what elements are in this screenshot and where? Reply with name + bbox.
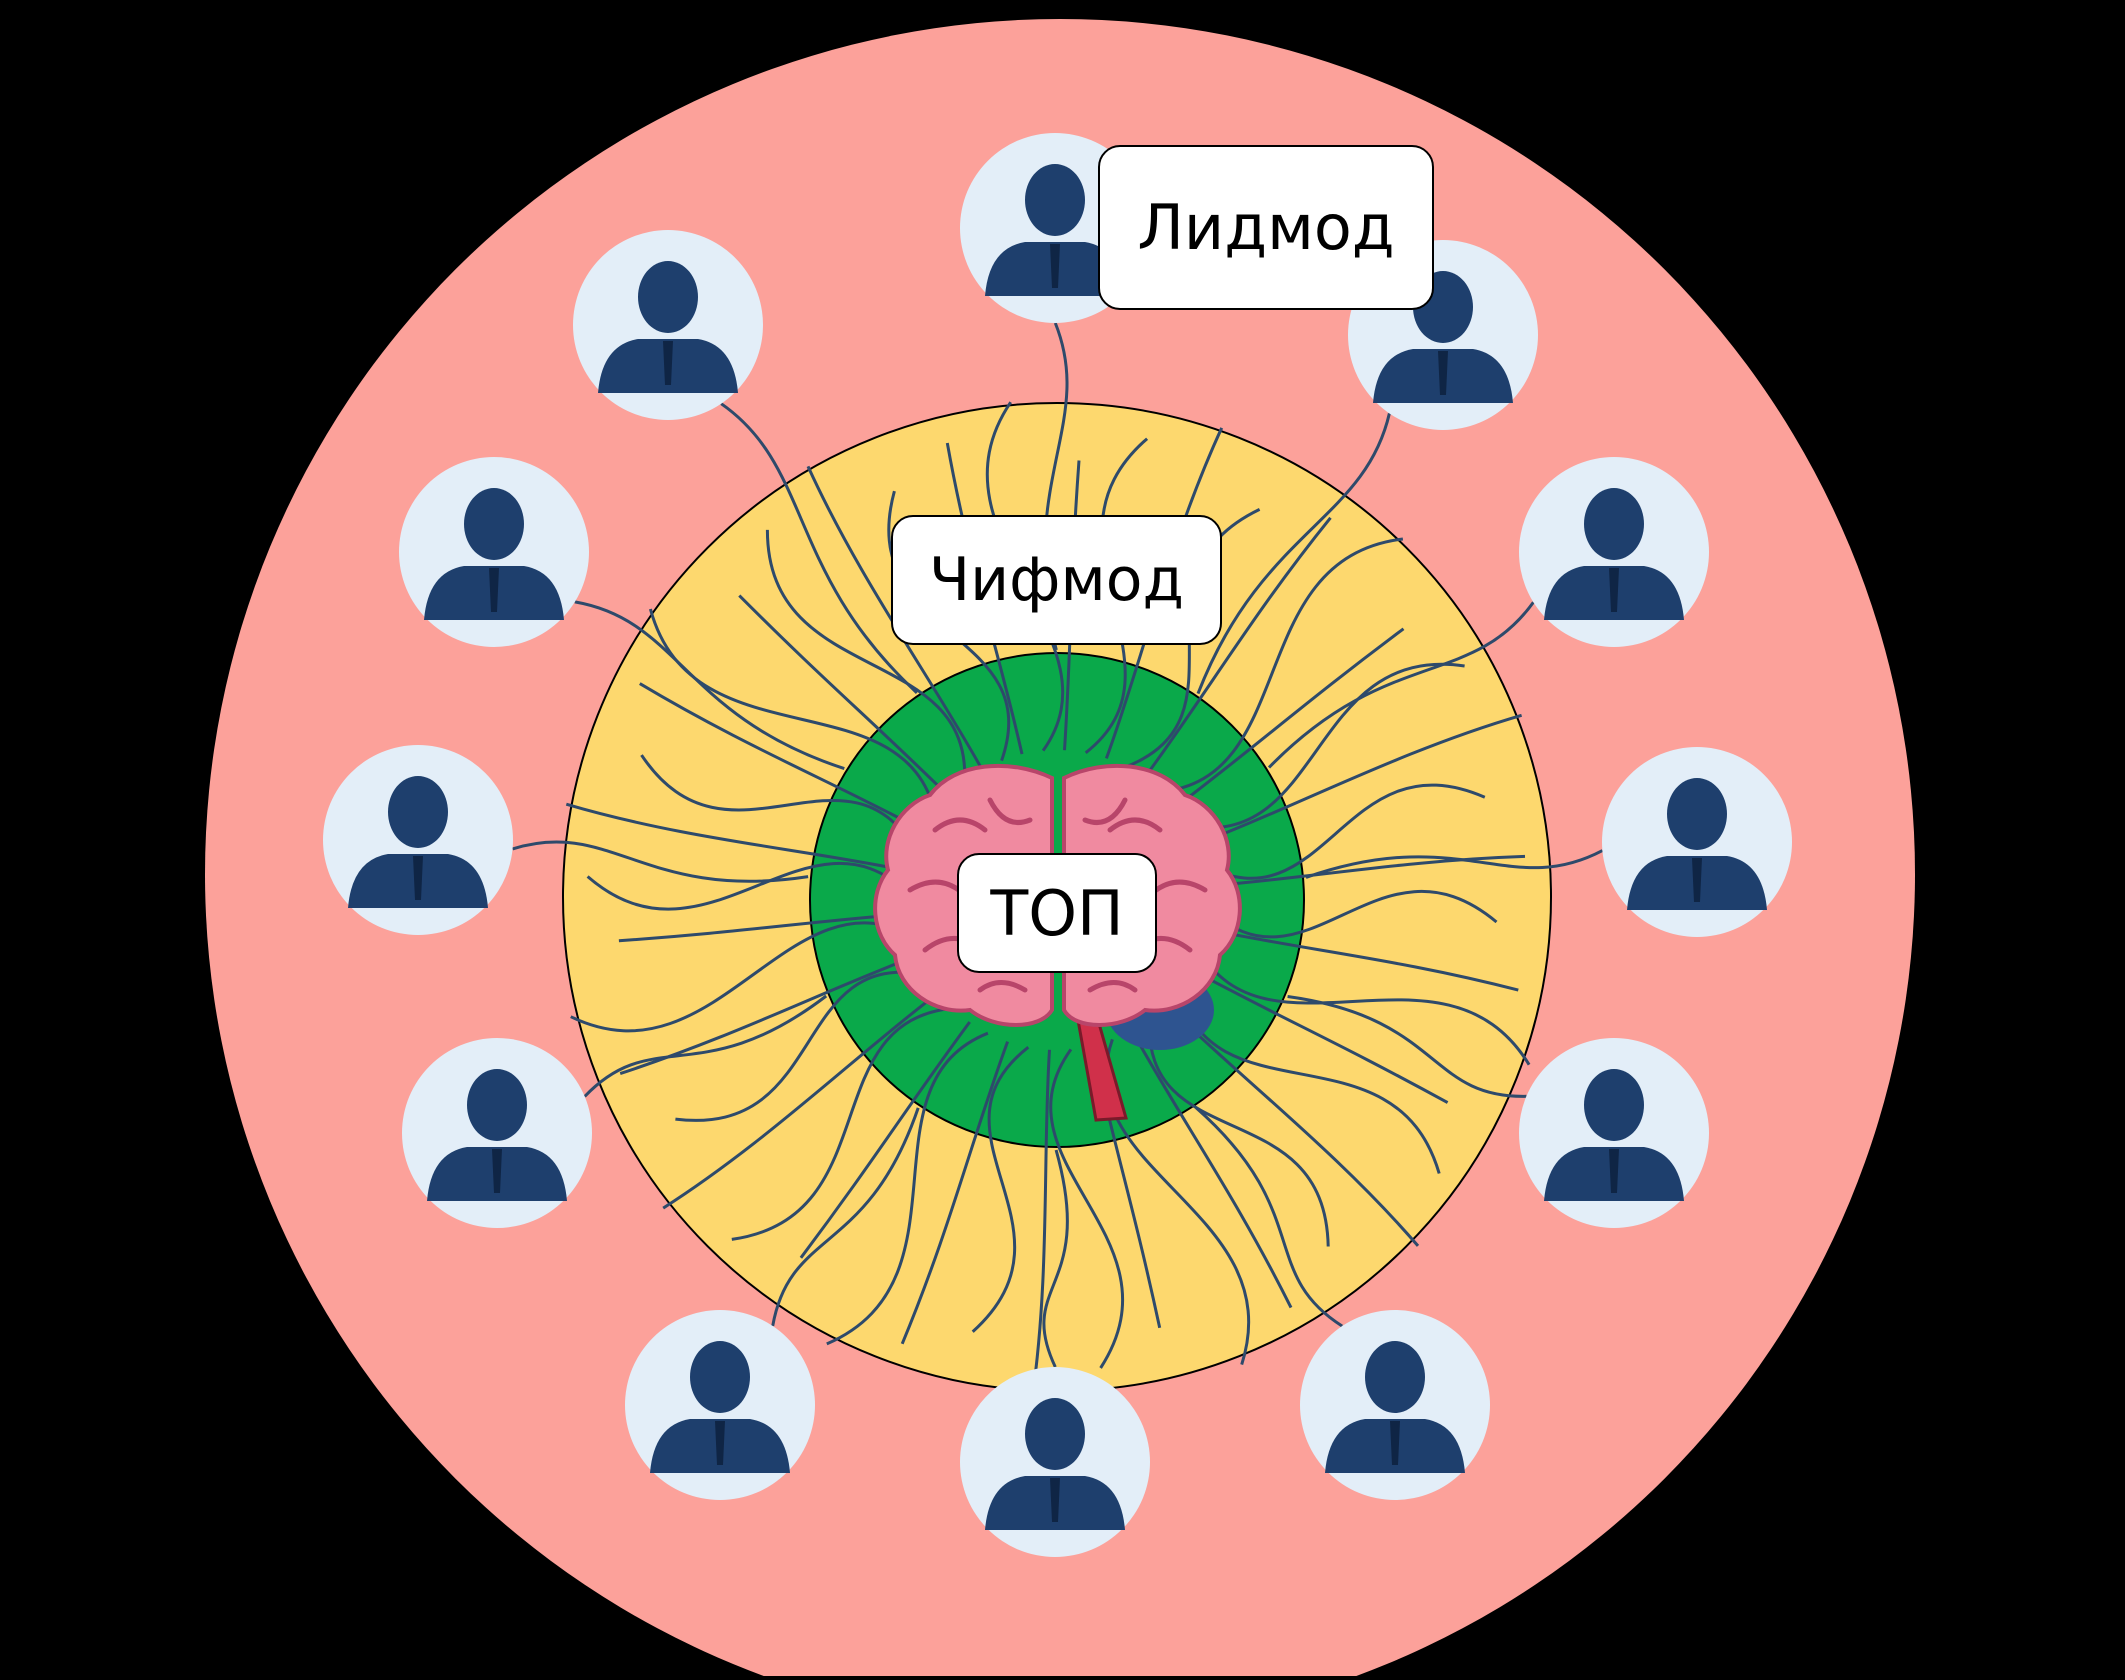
connector-line: [1174, 627, 1405, 809]
connector-line: [1205, 889, 1498, 939]
connector-line: [618, 912, 908, 943]
avatar-tie: [715, 1421, 725, 1465]
label-top-level: ТОП: [957, 853, 1157, 973]
connector-line: [1202, 783, 1486, 880]
connector-line: [765, 529, 967, 782]
avatar-tie: [1438, 351, 1448, 395]
connector-line: [570, 921, 912, 1033]
connector-line: [1189, 967, 1449, 1104]
connector-line: [565, 802, 911, 873]
connector-line: [1147, 1018, 1330, 1247]
avatar-head: [1365, 1341, 1425, 1413]
person-avatar-icon: [402, 1038, 592, 1228]
avatar-connector-line: [1042, 1149, 1069, 1368]
avatar-tie: [492, 1149, 502, 1193]
avatar-ring: [323, 133, 1792, 1557]
person-avatar-icon: [323, 745, 513, 935]
avatar-head: [1584, 1069, 1644, 1141]
avatar-head: [1667, 778, 1727, 850]
connector-line: [1186, 662, 1465, 829]
avatar-connector-line: [771, 1107, 920, 1327]
connector-line: [1030, 1049, 1051, 1400]
connector-lines: [512, 322, 1604, 1400]
avatar-tie: [1692, 858, 1702, 902]
avatar-tie: [1609, 1149, 1619, 1193]
avatar-tie: [413, 856, 423, 900]
avatar-head: [1584, 488, 1644, 560]
avatar-head: [467, 1069, 527, 1141]
connector-line: [971, 1046, 1030, 1333]
connector-line: [1206, 854, 1526, 888]
connector-line: [738, 594, 950, 798]
connector-line: [586, 861, 909, 911]
avatar-tie: [1390, 1421, 1400, 1465]
connector-line: [900, 1041, 1010, 1345]
person-avatar-icon: [625, 1310, 815, 1500]
connector-line: [1130, 1029, 1293, 1309]
person-avatar-icon: [573, 230, 763, 420]
label-chief-level: Чифмод: [891, 515, 1222, 645]
avatar-connector-line: [1196, 413, 1391, 695]
avatar-head: [388, 776, 448, 848]
person-avatar-icon: [1519, 457, 1709, 647]
connector-line: [639, 682, 925, 833]
person-avatar-icon: [960, 1367, 1150, 1557]
avatar-tie: [1050, 244, 1060, 288]
connector-line: [662, 991, 940, 1210]
connector-line: [731, 1006, 954, 1241]
person-avatar-icon: [1300, 1310, 1490, 1500]
connector-line: [1049, 1048, 1125, 1369]
avatar-head: [464, 488, 524, 560]
connector-line: [675, 970, 928, 1122]
avatar-tie: [663, 341, 673, 385]
connector-line: [1143, 516, 1332, 779]
avatar-head: [690, 1341, 750, 1413]
avatar-connector-line: [720, 402, 918, 694]
avatar-connector-line: [512, 840, 809, 883]
person-avatar-icon: [1519, 1038, 1709, 1228]
person-avatar-icon: [1602, 747, 1792, 937]
connector-line: [640, 754, 917, 852]
avatar-connector-line: [1287, 995, 1527, 1098]
avatar-connector-line: [574, 600, 845, 771]
avatar-tie: [1050, 1478, 1060, 1522]
avatar-connector-line: [1267, 601, 1535, 769]
connector-line: [1195, 713, 1523, 847]
connector-line: [1160, 537, 1404, 794]
connector-line: [799, 1021, 971, 1259]
avatar-connector-line: [583, 994, 828, 1098]
label-lead-level: Лидмод: [1098, 145, 1434, 310]
avatar-head: [638, 261, 698, 333]
connector-line: [1203, 927, 1519, 992]
person-avatar-icon: [399, 457, 589, 647]
avatar-head: [1025, 164, 1085, 236]
brain-folds: [907, 797, 1208, 993]
avatar-connector-line: [1305, 849, 1604, 879]
avatar-head: [1025, 1398, 1085, 1470]
avatar-connector-line: [1195, 1106, 1344, 1328]
avatar-tie: [1609, 568, 1619, 612]
connector-line: [1197, 948, 1531, 1066]
avatar-tie: [489, 568, 499, 612]
connector-line: [826, 1031, 989, 1346]
